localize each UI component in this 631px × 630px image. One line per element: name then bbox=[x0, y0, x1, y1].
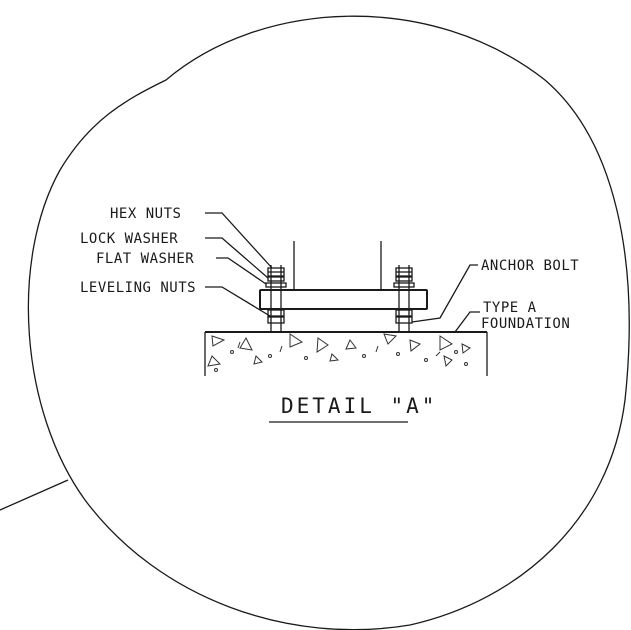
anchor-bolt-right bbox=[393, 265, 415, 332]
label-foundation: FOUNDATION bbox=[481, 316, 570, 332]
detail-leader-line bbox=[0, 479, 69, 511]
leader-foundation bbox=[454, 311, 480, 333]
label-hex-nuts: HEX NUTS bbox=[110, 206, 181, 222]
label-type-a: TYPE A bbox=[483, 300, 537, 316]
concrete-aggregate bbox=[207, 333, 471, 372]
base-plate bbox=[259, 289, 428, 310]
leader-flat-washer bbox=[216, 257, 267, 285]
label-lock-washer: LOCK WASHER bbox=[80, 231, 178, 247]
anchor-bolt-left bbox=[265, 265, 287, 332]
label-anchor-bolt: ANCHOR BOLT bbox=[481, 258, 579, 274]
label-leveling-nuts: LEVELING NUTS bbox=[80, 280, 196, 296]
leader-anchor-bolt bbox=[411, 264, 478, 323]
detail-title: DETAIL "A" bbox=[281, 394, 437, 418]
label-flat-washer: FLAT WASHER bbox=[96, 251, 194, 267]
leader-leveling-nuts bbox=[205, 286, 271, 317]
leader-hex-nuts bbox=[205, 212, 273, 269]
foundation bbox=[204, 331, 488, 376]
detail-circle bbox=[27, 15, 630, 630]
leader-lock-washer bbox=[205, 237, 269, 279]
